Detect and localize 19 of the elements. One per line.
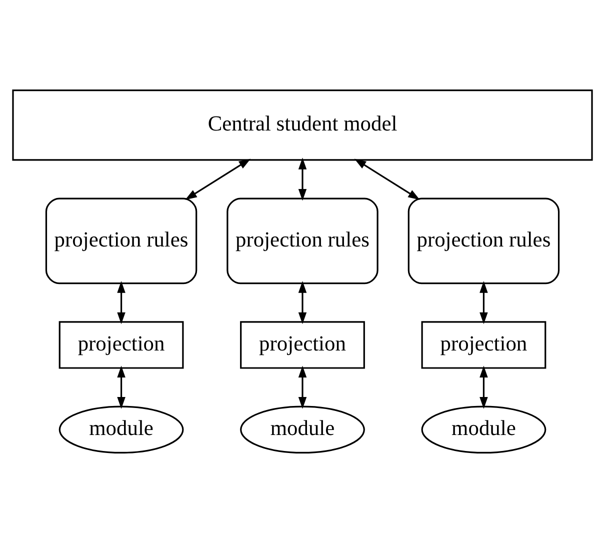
arrow: [298, 280, 307, 324]
node-box: projection rules: [226, 197, 378, 284]
node-ellipse: module: [240, 405, 365, 454]
node-ellipse: module: [58, 405, 184, 454]
arrow: [117, 280, 126, 324]
arrow: [354, 158, 420, 200]
arrow: [117, 365, 126, 408]
node-box: projection: [421, 320, 546, 368]
arrow: [480, 280, 488, 324]
node-ellipse: module: [421, 405, 546, 454]
node-box: projection: [240, 320, 365, 368]
node-box: projection rules: [408, 197, 560, 284]
arrow: [185, 158, 251, 200]
arrow: [298, 157, 307, 200]
node-box: projection: [58, 320, 184, 368]
arrow: [298, 365, 307, 408]
node-box: projection rules: [45, 197, 198, 284]
node-box: Central student model: [12, 88, 593, 160]
arrow: [480, 365, 488, 408]
